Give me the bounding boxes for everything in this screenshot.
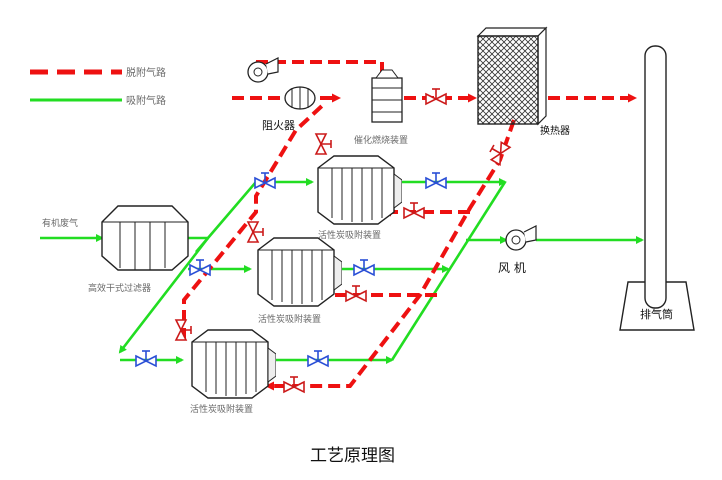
heat-exchanger [476, 26, 548, 126]
valve-red-2 [315, 133, 332, 155]
carbon-adsorber-3-label: 活性炭吸附装置 [190, 403, 253, 415]
equipment: 阻火器 催化燃烧装置 换热器 [42, 26, 570, 415]
diagram-title: 工艺原理图 [310, 446, 395, 466]
valve-blue-6 [307, 350, 329, 367]
flame-arrester-label: 阻火器 [262, 119, 295, 132]
carbon-adsorber-1 [317, 155, 402, 225]
legend: 脱附气路 吸附气路 [30, 66, 166, 107]
valve-red-4 [247, 221, 264, 243]
chimney-stack [644, 45, 667, 309]
filter-label: 高效干式过滤器 [88, 282, 151, 294]
legend-desorb-label: 脱附气路 [126, 66, 166, 79]
catalytic-combustion-label: 催化燃烧装置 [354, 134, 408, 146]
carbon-adsorber-1-label: 活性炭吸附装置 [318, 229, 381, 241]
valve-red-6 [345, 285, 367, 302]
legend-adsorb-label: 吸附气路 [126, 94, 166, 107]
valve-blue-5 [135, 350, 157, 367]
organic-gas-label: 有机废气 [42, 217, 78, 229]
catalytic-combustion-unit [371, 69, 403, 123]
carbon-adsorber-2-label: 活性炭吸附装置 [258, 313, 321, 325]
valve-blue-4 [353, 259, 375, 276]
valve-red-7 [175, 319, 192, 341]
carbon-adsorber-3 [191, 329, 276, 399]
desorb-pipes [182, 60, 637, 391]
valve-red-8 [283, 376, 305, 393]
valve-blue-2 [425, 172, 447, 189]
valve-red-1 [425, 88, 447, 105]
valve-red-5 [403, 202, 425, 219]
chimney-label: 排气筒 [640, 307, 673, 321]
valve-blue-3 [189, 259, 211, 276]
main-fan-icon [505, 225, 537, 251]
desorb-fan-icon [247, 57, 279, 83]
flame-arrester [284, 86, 316, 110]
valve-blue-1 [254, 172, 276, 189]
heat-exchanger-label: 换热器 [540, 124, 570, 137]
chimney: 排气筒 [619, 45, 695, 331]
fan-label: 风 机 [498, 261, 526, 275]
filter-unit [101, 205, 189, 271]
carbon-adsorber-2 [257, 237, 342, 307]
